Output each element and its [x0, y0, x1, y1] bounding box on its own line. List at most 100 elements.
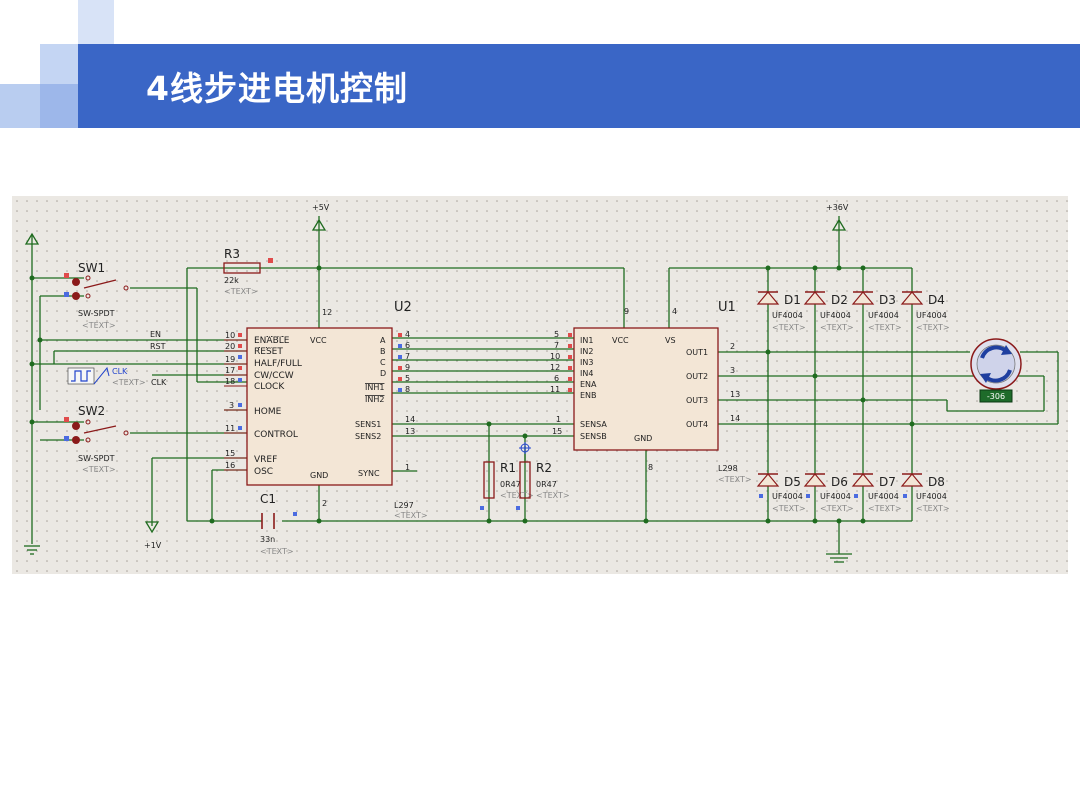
svg-text:SENS1: SENS1	[355, 420, 381, 429]
svg-text:ENABLE: ENABLE	[254, 336, 290, 346]
svg-text:1: 1	[556, 415, 561, 424]
svg-text:UF4004: UF4004	[868, 311, 899, 320]
diode-d6: D6 UF4004 <TEXT>	[803, 473, 854, 513]
svg-text:GND: GND	[310, 471, 328, 480]
svg-text:15: 15	[225, 449, 235, 458]
svg-text:D8: D8	[928, 475, 945, 489]
svg-text:OUT2: OUT2	[686, 372, 708, 381]
svg-text:VREF: VREF	[254, 455, 277, 465]
svg-text:D4: D4	[928, 293, 945, 307]
svg-text:VCC: VCC	[612, 336, 629, 345]
svg-text:UF4004: UF4004	[820, 311, 851, 320]
title-bar	[78, 44, 1080, 128]
chip-u2-l297: U2 12 VCC GND 2 L297 <TEXT> 10 ENABLE 20…	[224, 300, 428, 520]
diode-d2: D2 UF4004 <TEXT>	[803, 291, 854, 332]
pin-markers	[238, 333, 907, 516]
net-label-en: EN	[150, 330, 161, 339]
svg-text:HALF/FULL: HALF/FULL	[254, 359, 302, 369]
svg-text:19: 19	[225, 355, 235, 364]
svg-text:D7: D7	[879, 475, 896, 489]
svg-text:<TEXT>: <TEXT>	[820, 504, 854, 513]
svg-text:5: 5	[405, 374, 410, 383]
svg-text:UF4004: UF4004	[772, 492, 803, 501]
svg-text:RESET: RESET	[254, 347, 283, 357]
switch-sw2: SW2 SW-SPDT <TEXT>	[64, 404, 129, 474]
svg-text:VCC: VCC	[310, 336, 327, 345]
svg-text:SW1: SW1	[78, 261, 105, 275]
svg-text:ENA: ENA	[580, 380, 597, 389]
clock-source: CLK <TEXT> CLK	[67, 366, 167, 387]
svg-text:OUT1: OUT1	[686, 348, 708, 357]
svg-text:13: 13	[405, 427, 415, 436]
svg-text:3: 3	[730, 366, 735, 375]
svg-text:SW-SPDT: SW-SPDT	[78, 309, 115, 318]
svg-text:SW2: SW2	[78, 404, 105, 418]
svg-text:<TEXT>: <TEXT>	[916, 323, 950, 332]
svg-text:14: 14	[405, 415, 415, 424]
chip-u1-l298: U1 9 VCC 4 VS GND 8 L298 <TEXT> IN1 5 IN…	[550, 300, 752, 484]
svg-text:UF4004: UF4004	[916, 492, 947, 501]
motor-readout: -306	[987, 392, 1005, 401]
decor-square	[0, 84, 40, 128]
svg-text:IN1: IN1	[580, 336, 593, 345]
svg-text:<TEXT>: <TEXT>	[772, 323, 806, 332]
svg-text:CW/CCW: CW/CCW	[254, 371, 294, 381]
svg-text:<TEXT>: <TEXT>	[500, 491, 534, 500]
svg-text:15: 15	[552, 427, 562, 436]
svg-text:16: 16	[225, 461, 235, 470]
svg-text:A: A	[380, 336, 386, 345]
svg-text:U1: U1	[718, 300, 736, 315]
svg-text:R2: R2	[536, 461, 552, 475]
svg-text:CLK: CLK	[151, 378, 167, 387]
svg-text:IN4: IN4	[580, 369, 593, 378]
svg-text:12: 12	[550, 363, 560, 372]
svg-text:D1: D1	[784, 293, 801, 307]
svg-text:UF4004: UF4004	[916, 311, 947, 320]
svg-text:UF4004: UF4004	[868, 492, 899, 501]
svg-text:HOME: HOME	[254, 407, 282, 417]
svg-text:<TEXT>: <TEXT>	[772, 504, 806, 513]
svg-text:10: 10	[550, 352, 560, 361]
svg-text:IN3: IN3	[580, 358, 593, 367]
decor-square	[40, 44, 78, 84]
svg-text:R1: R1	[500, 461, 516, 475]
svg-text:OUT3: OUT3	[686, 396, 708, 405]
diode-d3: D3 UF4004 <TEXT>	[851, 291, 902, 332]
power-label-1v: +1V	[144, 541, 162, 550]
svg-text:D3: D3	[879, 293, 896, 307]
svg-text:ENB: ENB	[580, 391, 597, 400]
svg-text:0R47: 0R47	[500, 480, 521, 489]
svg-text:C1: C1	[260, 492, 276, 506]
svg-text:9: 9	[405, 363, 410, 372]
diode-d1: D1 UF4004 <TEXT>	[756, 291, 806, 332]
svg-text:CLOCK: CLOCK	[254, 382, 285, 392]
svg-text:D: D	[380, 369, 386, 378]
svg-text:11: 11	[225, 424, 235, 433]
svg-text:22k: 22k	[224, 276, 239, 285]
switch-sw1: SW1 SW-SPDT <TEXT>	[64, 261, 129, 330]
capacitor-c1: C1 33n <TEXT>	[260, 492, 294, 556]
svg-text:<TEXT>: <TEXT>	[868, 323, 902, 332]
svg-text:VS: VS	[665, 336, 676, 345]
svg-text:5: 5	[554, 330, 559, 339]
svg-text:<TEXT>: <TEXT>	[820, 323, 854, 332]
svg-text:<TEXT>: <TEXT>	[718, 475, 752, 484]
svg-text:U2: U2	[394, 300, 412, 315]
net-label-rst: RST	[150, 342, 166, 351]
svg-text:1: 1	[405, 463, 410, 472]
svg-text:14: 14	[730, 414, 740, 423]
svg-text:<TEXT>: <TEXT>	[868, 504, 902, 513]
svg-text:<TEXT>: <TEXT>	[536, 491, 570, 500]
svg-text:L297: L297	[394, 501, 414, 510]
svg-text:17: 17	[225, 366, 235, 375]
svg-text:18: 18	[225, 377, 235, 386]
svg-text:2: 2	[322, 499, 327, 508]
decor-square	[78, 0, 114, 44]
diode-d4: D4 UF4004 <TEXT>	[900, 291, 950, 332]
svg-text:C: C	[380, 358, 386, 367]
junctions	[29, 265, 915, 524]
svg-text:IN2: IN2	[580, 347, 593, 356]
svg-text:7: 7	[405, 352, 410, 361]
resistor-r2: R2 0R47 <TEXT>	[519, 442, 570, 500]
svg-text:SENSB: SENSB	[580, 432, 607, 441]
